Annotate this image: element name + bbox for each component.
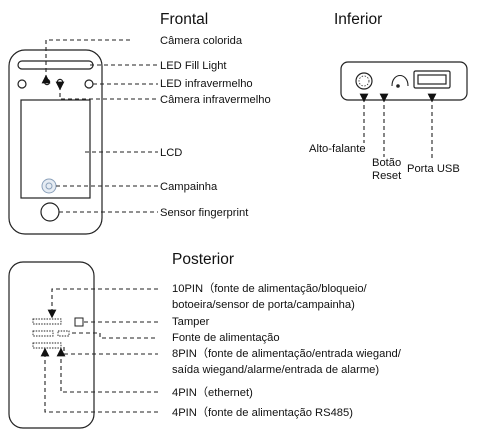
tamper-switch: [74, 317, 84, 327]
label-4pin-ethernet: 4PIN（ethernet): [172, 386, 253, 399]
fingerprint-sensor: [40, 202, 60, 222]
leader-10pin: [47, 288, 158, 319]
label-usb: Porta USB: [407, 163, 460, 175]
ir-led-left: [17, 79, 27, 89]
speaker-grille: [355, 72, 373, 90]
label-speaker: Alto-falante: [309, 143, 366, 155]
reset-button: [396, 84, 400, 88]
front-device: [8, 49, 103, 235]
label-8pin-line2: saída wiegand/alarme/entrada de alarme): [172, 364, 379, 376]
connector-ethernet: [57, 330, 70, 337]
label-tamper: Tamper: [172, 316, 210, 328]
section-title-back: Posterior: [172, 251, 234, 268]
back-device: [8, 261, 95, 429]
label-8pin-line1: 8PIN（fonte de alimentação/entrada wiegan…: [172, 347, 402, 360]
ir-camera-lens: [56, 78, 64, 86]
leader-color-camera: [41, 39, 130, 84]
ir-led-right: [84, 79, 94, 89]
label-ir-led: LED infravermelho: [160, 78, 253, 90]
label-fingerprint: Sensor fingerprint: [160, 207, 249, 219]
reset-bump: [391, 74, 409, 87]
label-lcd: LCD: [160, 147, 182, 159]
usb-port-inner: [417, 74, 447, 85]
label-4pin-rs485: 4PIN（fonte de alimentação RS485): [172, 406, 353, 419]
color-camera-lens: [43, 78, 51, 86]
connector-power: [32, 330, 54, 337]
back-leaders: [40, 288, 158, 413]
lcd-screen: [20, 99, 91, 199]
leader-ir-camera: [55, 81, 158, 100]
label-fill-light: LED Fill Light: [160, 60, 227, 72]
bottom-leaders: [359, 93, 437, 158]
section-title-front: Frontal: [160, 11, 208, 28]
section-title-bottom: Inferior: [334, 11, 382, 28]
bottom-device: [340, 61, 468, 101]
connector-10pin: [32, 318, 62, 325]
speaker-grille-inner: [358, 75, 370, 87]
fill-light-bar: [17, 60, 94, 70]
label-color-camera: Câmera colorida: [160, 35, 243, 47]
connector-8pin: [32, 342, 62, 349]
doorbell-icon: [41, 178, 57, 194]
leader-power: [72, 332, 158, 339]
leader-rs485: [40, 347, 158, 413]
doorbell-icon-inner: [45, 182, 53, 190]
label-power: Fonte de alimentação: [172, 332, 280, 344]
label-10pin-line2: botoeira/sensor de porta/campainha): [172, 299, 355, 311]
label-10pin-line1: 10PIN（fonte de alimentação/bloqueio/: [172, 282, 368, 295]
label-reset-line2: Reset: [372, 170, 402, 182]
label-doorbell: Campainha: [160, 181, 218, 193]
label-ir-camera: Câmera infravermelho: [160, 94, 271, 106]
front-leaders: [41, 39, 158, 213]
label-reset-line1: Botão: [372, 157, 401, 169]
